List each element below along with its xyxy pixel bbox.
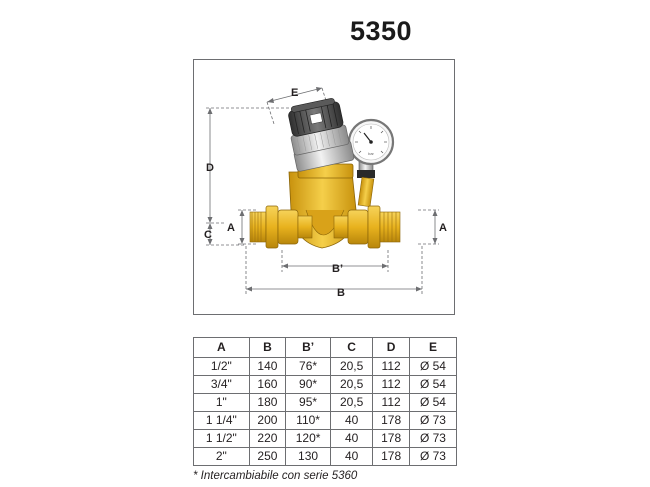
dim-label-c: C — [204, 229, 212, 241]
table-cell: 20,5 — [329, 393, 374, 412]
table-cell: 95* — [285, 393, 331, 412]
table-cell: 180 — [248, 393, 287, 412]
table-cell: 40 — [329, 447, 374, 466]
column-header: D — [372, 337, 410, 358]
table-row: 2" 250 130 40 178 Ø 73 — [193, 447, 458, 466]
table-cell: Ø 73 — [408, 429, 458, 448]
table-cell: 2" — [193, 447, 250, 466]
table-header-row: A B B’ C D E — [193, 337, 458, 358]
table-cell: 20,5 — [329, 357, 374, 376]
table-cell: 112 — [372, 357, 410, 376]
table-cell: 140 — [248, 357, 287, 376]
dim-label-d: D — [206, 162, 214, 174]
pipe-connections — [249, 205, 401, 249]
table-cell: 1 1/2" — [193, 429, 250, 448]
table-row: 1/2" 140 76* 20,5 112 Ø 54 — [193, 357, 458, 376]
table-cell: 1 1/4" — [193, 411, 250, 430]
table-cell: Ø 54 — [408, 375, 458, 394]
valve-bonnet — [290, 124, 355, 172]
pressure-gauge: bar — [347, 118, 395, 178]
table-cell: 40 — [329, 411, 374, 430]
table-cell: Ø 73 — [408, 447, 458, 466]
dim-label-e: E — [291, 87, 298, 99]
column-header: C — [329, 337, 374, 358]
table-cell: 160 — [248, 375, 287, 394]
table-cell: 130 — [285, 447, 331, 466]
table-cell: 1" — [193, 393, 250, 412]
table-cell: 3/4" — [193, 375, 250, 394]
table-cell: Ø 73 — [408, 411, 458, 430]
table-cell: 40 — [329, 429, 374, 448]
technical-drawing: bar 5350 — [193, 59, 455, 315]
dim-label-a-left: A — [227, 222, 235, 234]
column-header: B’ — [285, 337, 331, 358]
table-row: 1" 180 95* 20,5 112 Ø 54 — [193, 393, 458, 412]
dim-label-b-prime: B’ — [332, 263, 343, 275]
table-cell: 1/2" — [193, 357, 250, 376]
table-cell: 112 — [372, 393, 410, 412]
table-cell: 200 — [248, 411, 287, 430]
table-cell: 250 — [248, 447, 287, 466]
column-header: E — [408, 337, 458, 358]
adjustment-knob — [288, 98, 344, 137]
table-cell: 90* — [285, 375, 331, 394]
table-row: 3/4" 160 90* 20,5 112 Ø 54 — [193, 375, 458, 394]
dim-label-b: B — [337, 287, 345, 299]
dim-label-a-right: A — [439, 222, 447, 234]
table-cell: 178 — [372, 447, 410, 466]
column-header: A — [193, 337, 250, 358]
dimensions-table: A B B’ C D E 1/2" 140 76* 20,5 112 Ø 54 … — [193, 337, 458, 466]
table-cell: 178 — [372, 429, 410, 448]
table-cell: 220 — [248, 429, 287, 448]
table-cell: Ø 54 — [408, 357, 458, 376]
table-cell: 76* — [285, 357, 331, 376]
table-cell: 120* — [285, 429, 331, 448]
gauge-unit-label: bar — [368, 151, 374, 156]
table-cell: 112 — [372, 375, 410, 394]
table-cell: Ø 54 — [408, 393, 458, 412]
table-cell: 20,5 — [329, 375, 374, 394]
model-code: 5350 — [349, 16, 413, 46]
table-row: 1 1/2" 220 120* 40 178 Ø 73 — [193, 429, 458, 448]
table-cell: 110* — [285, 411, 331, 430]
table-cell: 178 — [372, 411, 410, 430]
column-header: B — [248, 337, 287, 358]
footnote: * Intercambiabile con serie 5360 — [193, 470, 358, 482]
dimension-arrows — [207, 87, 438, 292]
gauge-port — [357, 176, 375, 208]
table-row: 1 1/4" 200 110* 40 178 Ø 73 — [193, 411, 458, 430]
valve-drawing: bar 5350 — [204, 87, 447, 299]
